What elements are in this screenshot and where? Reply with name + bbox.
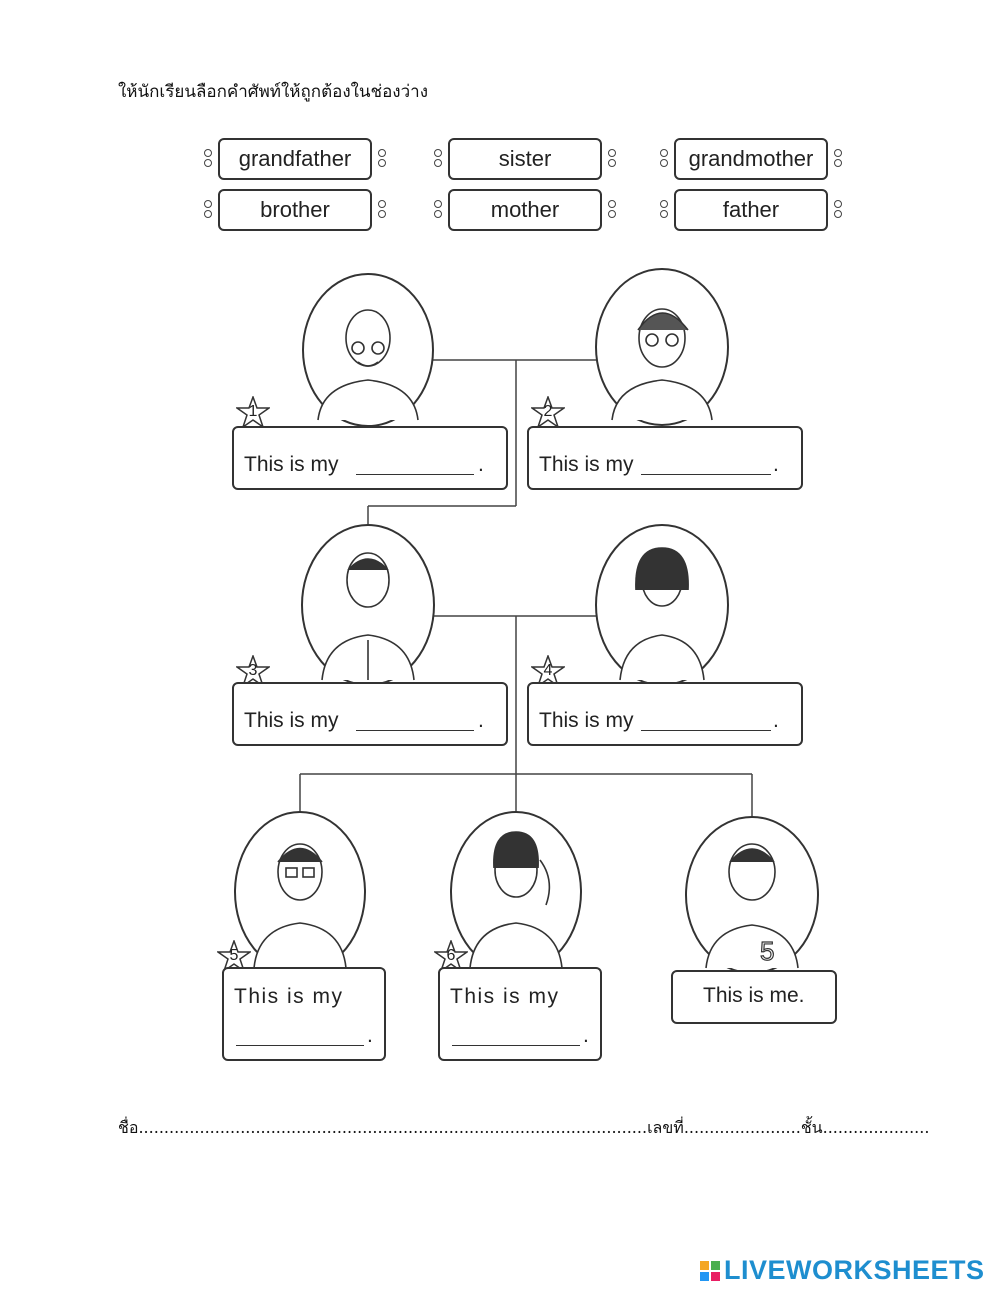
card-period: .	[583, 1024, 589, 1047]
answer-blank-3[interactable]	[356, 712, 474, 731]
word-label: father	[722, 197, 780, 222]
answer-blank-6[interactable]	[452, 1027, 580, 1046]
star-badge-5: 5	[215, 938, 253, 974]
word-label: brother	[260, 197, 330, 222]
name-field[interactable]: ........................................…	[138, 1118, 648, 1137]
star-icon	[529, 653, 567, 688]
word-mother[interactable]: mother	[434, 189, 616, 231]
me-card-text: This is me.	[703, 984, 805, 1007]
word-grandmother[interactable]: grandmother	[660, 138, 842, 180]
answer-blank-1[interactable]	[356, 456, 474, 475]
badge-number: 5	[229, 947, 239, 964]
ring-icon	[660, 200, 668, 220]
answer-card-3: This is my .	[232, 682, 508, 746]
badge-number: 3	[248, 662, 258, 679]
word-label: mother	[490, 197, 560, 222]
ring-icon	[378, 149, 386, 169]
card-text: This is my	[244, 709, 339, 732]
answer-card-6: This is my .	[438, 967, 602, 1061]
star-icon	[529, 394, 567, 429]
star-icon	[215, 938, 253, 973]
answer-card-2: This is my .	[527, 426, 803, 490]
card-text: This is my	[539, 453, 634, 476]
card-period: .	[367, 1024, 373, 1047]
card-period: .	[478, 709, 484, 732]
ring-icon	[434, 200, 442, 220]
liveworksheets-logo: LIVEWORKSHEETS	[700, 1255, 985, 1286]
card-period: .	[773, 453, 779, 476]
star-badge-2: 2	[529, 394, 567, 430]
star-badge-1: 1	[234, 394, 272, 430]
star-badge-4: 4	[529, 653, 567, 689]
class-field[interactable]: .....................	[822, 1118, 930, 1137]
word-grandfather[interactable]: grandfather	[204, 138, 386, 180]
name-label: ชื่อ	[118, 1118, 139, 1137]
me-card: This is me.	[671, 970, 837, 1024]
ring-icon	[434, 149, 442, 169]
ring-icon	[834, 149, 842, 169]
card-text: This is my	[234, 985, 344, 1008]
number-label: เลขที่	[647, 1118, 684, 1137]
instruction-text: ให้นักเรียนลือกคำศัพท์ให้ถูกต้องในช่องว่…	[118, 82, 428, 102]
number-field[interactable]: .......................	[683, 1118, 801, 1137]
answer-card-5: This is my .	[222, 967, 386, 1061]
card-text: This is my	[244, 453, 339, 476]
word-brother[interactable]: brother	[204, 189, 386, 231]
star-badge-3: 3	[234, 653, 272, 689]
ring-icon	[608, 200, 616, 220]
answer-card-1: This is my .	[232, 426, 508, 490]
ring-icon	[834, 200, 842, 220]
badge-number: 1	[248, 403, 258, 420]
star-icon	[234, 653, 272, 688]
shirt-number-icon: 5	[760, 936, 774, 966]
star-icon	[432, 938, 470, 973]
logo-icon	[700, 1260, 720, 1281]
ring-icon	[378, 200, 386, 220]
answer-blank-2[interactable]	[641, 456, 771, 475]
ring-icon	[204, 149, 212, 169]
answer-blank-5[interactable]	[236, 1027, 364, 1046]
word-father[interactable]: father	[660, 189, 842, 231]
answer-blank-4[interactable]	[641, 712, 771, 731]
card-text: This is my	[539, 709, 634, 732]
card-period: .	[478, 453, 484, 476]
answer-card-4: This is my .	[527, 682, 803, 746]
badge-number: 4	[543, 662, 553, 679]
ring-icon	[608, 149, 616, 169]
student-info-line: ชื่อ....................................…	[118, 1116, 929, 1141]
card-period: .	[773, 709, 779, 732]
badge-number: 2	[543, 403, 553, 420]
word-sister[interactable]: sister	[434, 138, 616, 180]
ring-icon	[204, 200, 212, 220]
brand-name: LIVEWORKSHEETS	[724, 1255, 985, 1285]
card-text: This is my	[450, 985, 560, 1008]
star-icon	[234, 394, 272, 429]
star-badge-6: 6	[432, 938, 470, 974]
badge-number: 6	[446, 947, 456, 964]
class-label: ชั้น	[800, 1118, 823, 1137]
word-label: grandfather	[238, 146, 352, 171]
ring-icon	[660, 149, 668, 169]
word-label: grandmother	[688, 146, 814, 171]
word-label: sister	[498, 146, 552, 171]
